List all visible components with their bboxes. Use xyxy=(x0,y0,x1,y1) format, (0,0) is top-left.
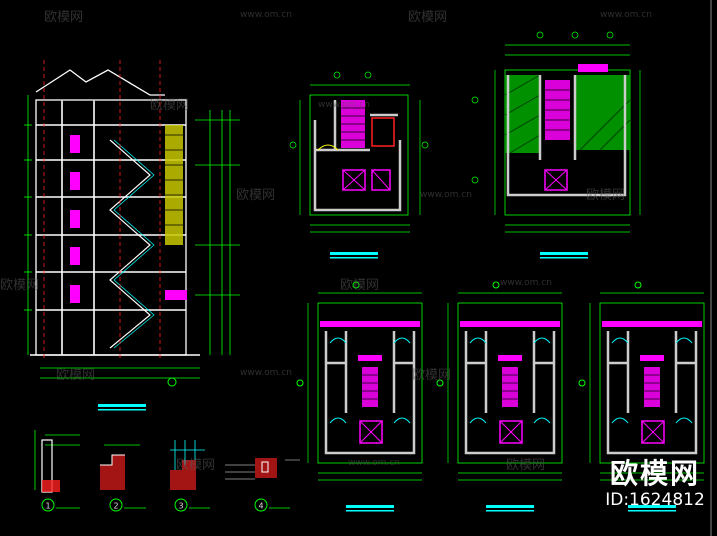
elevator-cross xyxy=(359,420,383,444)
plan-title-underline xyxy=(628,510,676,512)
plan-balcony xyxy=(460,321,560,327)
plan-stair-top xyxy=(498,355,522,361)
plan-walls xyxy=(324,331,416,455)
plan-balcony xyxy=(602,321,702,327)
plan-elevator xyxy=(359,420,383,444)
small-floor-plan xyxy=(289,71,429,259)
model-id: ID:1624812 xyxy=(605,490,705,510)
detail-label-2: 2 xyxy=(113,502,118,511)
plan-stair xyxy=(502,367,518,407)
plan-title-bar xyxy=(628,505,676,508)
door-swing xyxy=(611,337,693,424)
brand-name: 欧模网 xyxy=(609,457,700,490)
plan-stair-top xyxy=(640,355,664,361)
plan-title-bar xyxy=(486,505,534,508)
plan-frame xyxy=(457,302,563,464)
detail-label-3: 3 xyxy=(178,502,183,511)
plan-stair xyxy=(362,367,378,407)
plan-elevator xyxy=(499,420,523,444)
door-swing xyxy=(329,337,411,424)
plan-walls xyxy=(464,331,556,455)
elevator-cross xyxy=(641,420,665,444)
plan-walls xyxy=(606,331,698,455)
brand-badge: 欧模网 ID:1624812 xyxy=(600,457,710,511)
stair-section-elevation xyxy=(24,60,240,411)
detail-label-1: 1 xyxy=(45,502,50,511)
plan-frame xyxy=(317,302,423,464)
plan-title-bar xyxy=(346,505,394,508)
axis-bubble xyxy=(352,281,360,289)
plan-balcony xyxy=(320,321,420,327)
construction-details: 1 2 3 4 xyxy=(34,430,300,512)
axis-bubble xyxy=(578,379,586,387)
large-floor-plan xyxy=(471,31,641,259)
detail-label-4: 4 xyxy=(258,502,263,511)
bottom-floor-plans xyxy=(296,281,705,512)
plan-elevator xyxy=(641,420,665,444)
axis-bubble xyxy=(436,379,444,387)
plan-frame xyxy=(599,302,705,464)
axis-bubble xyxy=(492,281,500,289)
plan-title-underline xyxy=(486,510,534,512)
plan-stair-top xyxy=(358,355,382,361)
axis-bubble xyxy=(634,281,642,289)
elevator-cross xyxy=(499,420,523,444)
door-swing xyxy=(469,337,551,424)
axis-bubble xyxy=(296,379,304,387)
plan-title-underline xyxy=(346,510,394,512)
plan-stair xyxy=(644,367,660,407)
